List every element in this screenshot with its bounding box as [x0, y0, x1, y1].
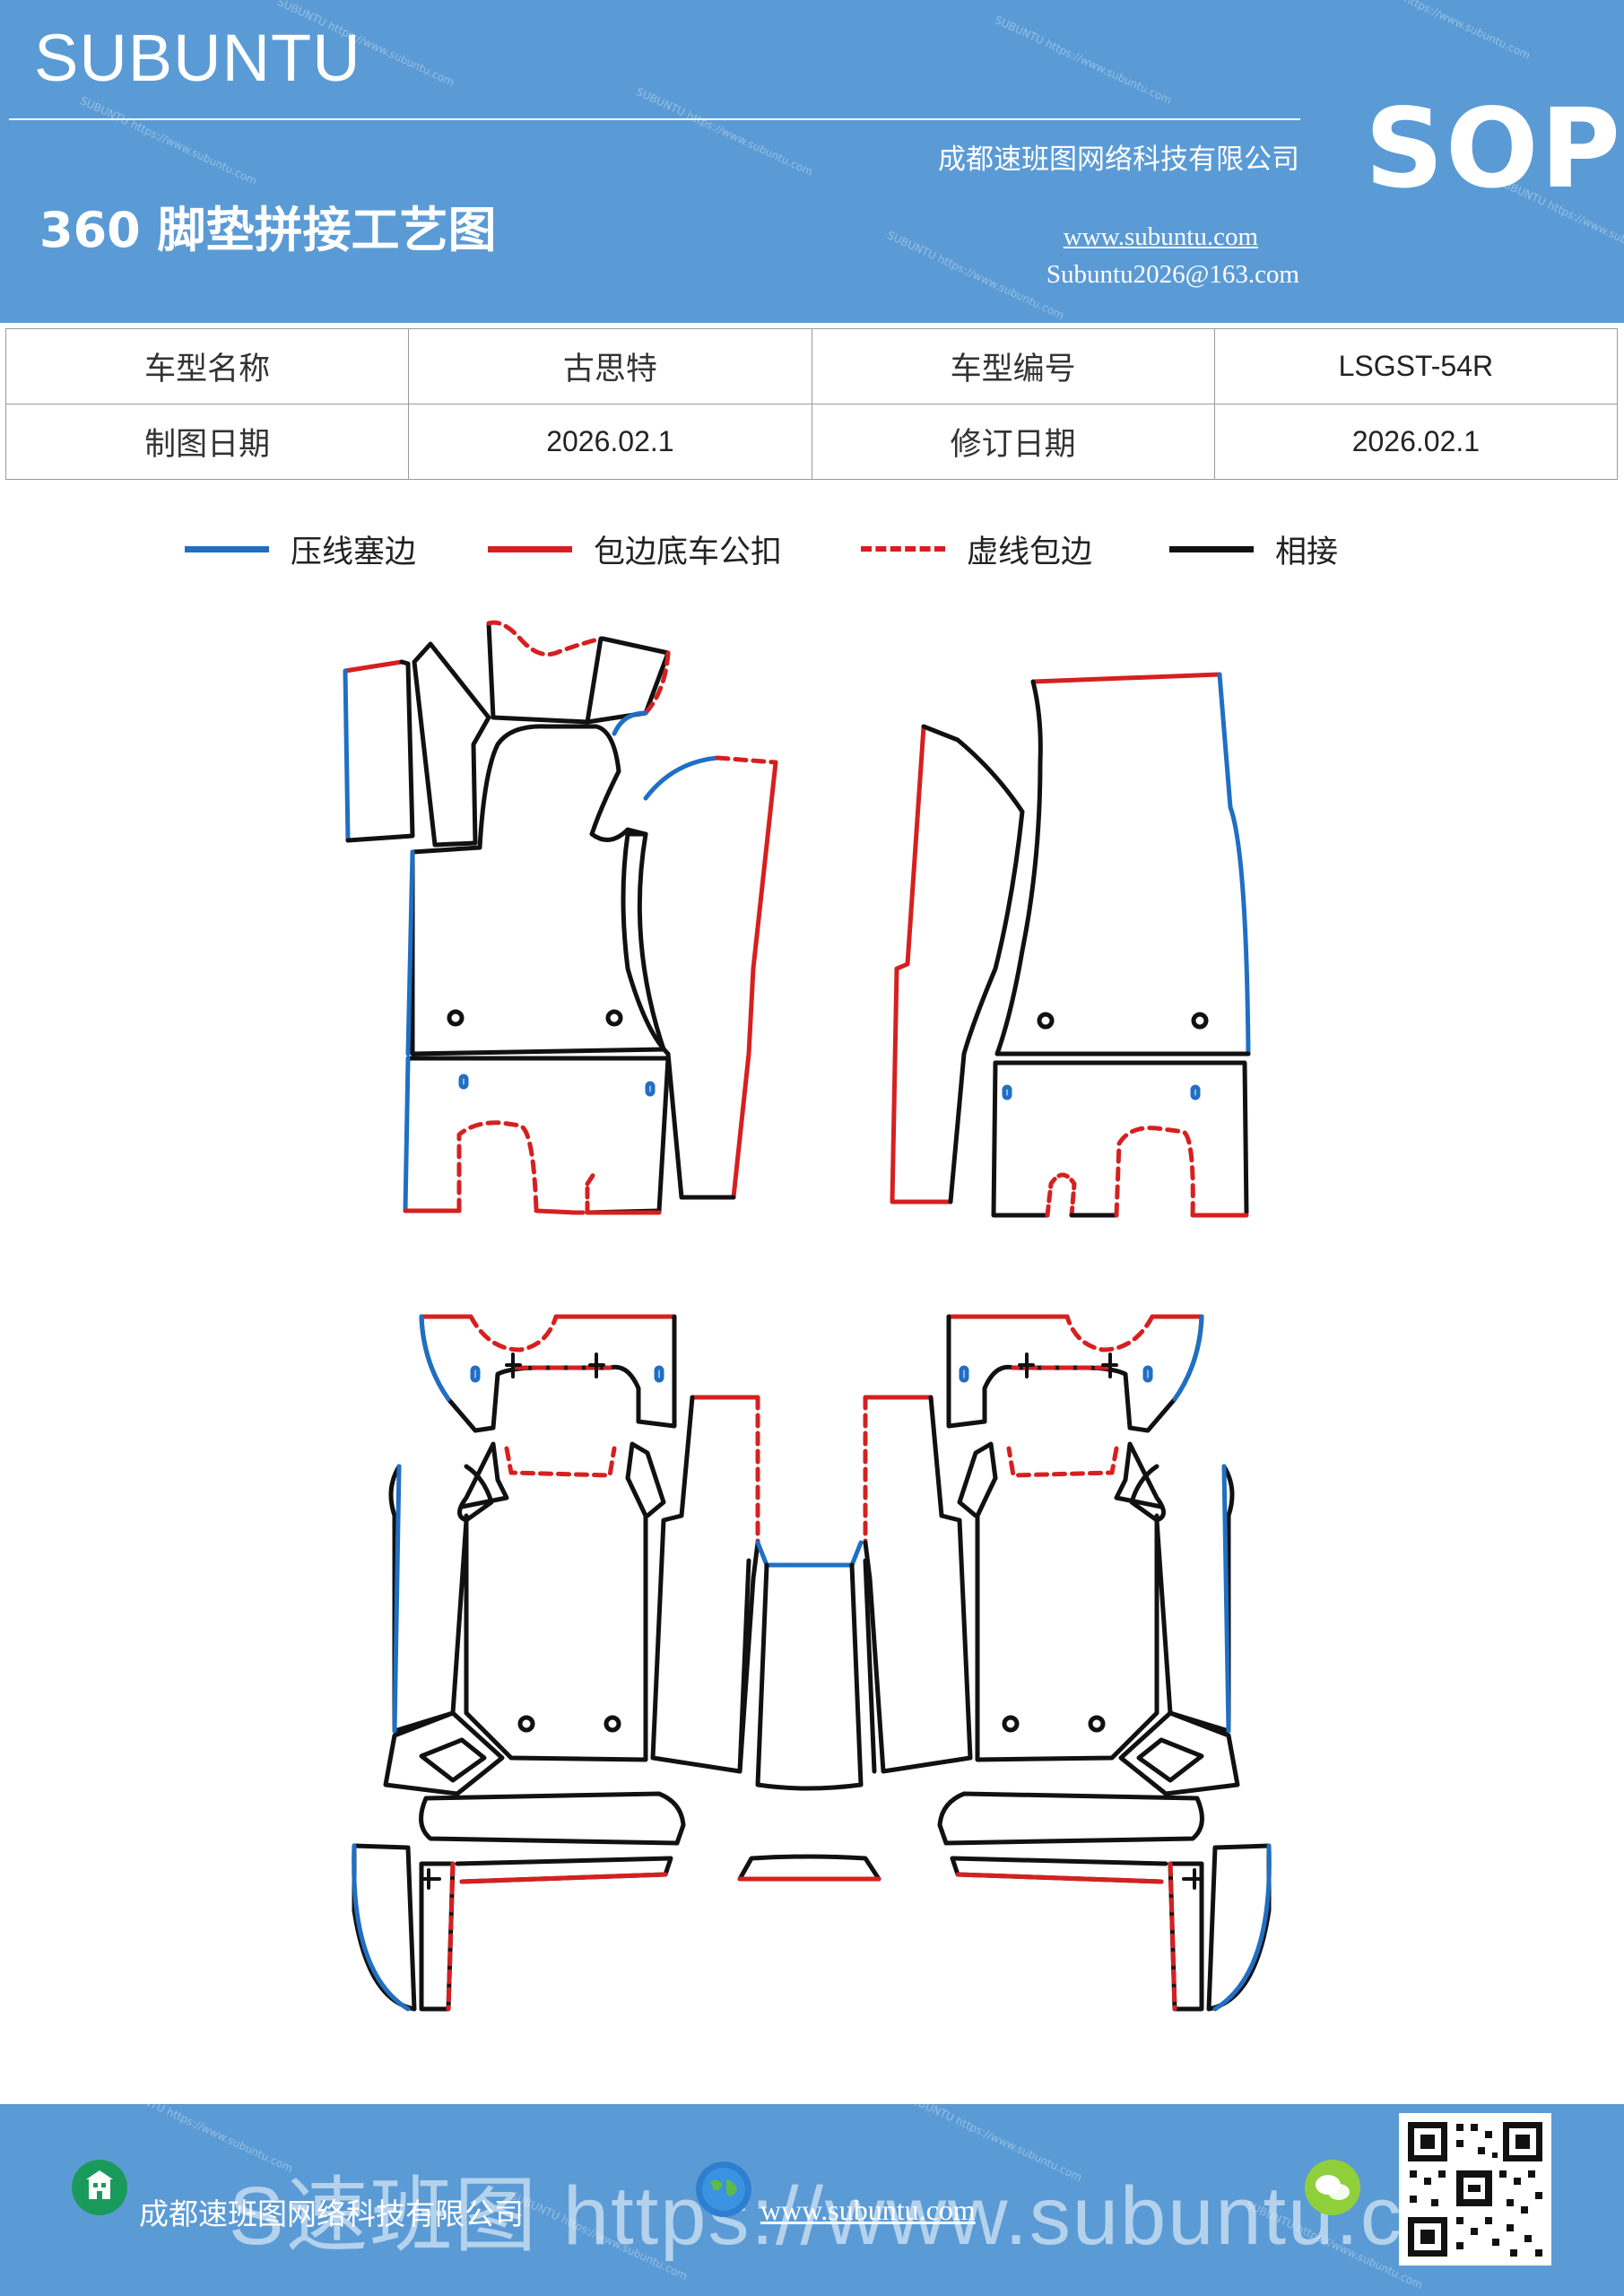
center-tunnel-mat	[737, 1540, 881, 1882]
legend-label: 相接	[1275, 534, 1339, 570]
front-left-mat	[343, 620, 778, 1215]
legend-swatch	[185, 545, 269, 552]
sop-badge: SOP	[1365, 85, 1622, 213]
legend-swatch	[861, 546, 945, 552]
table-row: 制图日期 2026.02.1 修订日期 2026.02.1	[4, 404, 1619, 480]
header-divider	[9, 118, 1300, 120]
revise-date-value: 2026.02.1	[1213, 404, 1619, 480]
legend-label: 压线塞边	[291, 534, 417, 570]
model-code-value: LSGST-54R	[1213, 328, 1619, 404]
legend-swatch	[488, 545, 572, 552]
building-icon	[72, 2160, 127, 2215]
legend-item-press-line: 压线塞边	[185, 522, 416, 576]
draw-date-value: 2026.02.1	[408, 404, 812, 480]
vehicle-info-table: 车型名称 古思特 车型编号 LSGST-54R 制图日期 2026.02.1 修…	[4, 328, 1619, 480]
front-right-mat	[890, 672, 1251, 1218]
header-banner: SUBUNTU https://www.subuntu.com SUBUNTU …	[0, 0, 1624, 323]
draw-date-label: 制图日期	[4, 404, 410, 480]
globe-icon	[696, 2161, 751, 2217]
company-name: 成都速班图网络科技有限公司	[938, 144, 1299, 176]
legend-label: 虚线包边	[967, 534, 1093, 570]
footer-website-link[interactable]: www.subuntu.com	[760, 2194, 976, 2226]
legend-item-edge-buckle: 包边底车公扣	[488, 522, 782, 576]
rear-right-mat	[863, 1314, 1272, 2012]
legend-item-dashed-edge: 虚线包边	[861, 522, 1092, 576]
footer-company-name: 成都速班图网络科技有限公司	[139, 2196, 524, 2231]
brand-logo-text: SUBUNTU	[34, 21, 361, 95]
model-name-label: 车型名称	[4, 328, 410, 404]
website-link[interactable]: www.subuntu.com	[1063, 222, 1258, 251]
revise-date-label: 修订日期	[811, 404, 1215, 480]
footer-banner: SUBUNTU https://www.subuntu.com SUBUNTU …	[0, 2104, 1624, 2296]
footer-watermark-text: S速班图 https://www.subuntu.com	[229, 2170, 1522, 2262]
rear-left-mat	[352, 1314, 760, 2012]
table-row: 车型名称 古思特 车型编号 LSGST-54R	[4, 328, 1619, 404]
legend-item-joined: 相接	[1169, 522, 1338, 576]
legend-label: 包边底车公扣	[594, 534, 783, 570]
legend-swatch	[1169, 545, 1254, 552]
model-code-label: 车型编号	[811, 328, 1215, 404]
page-title: 360 脚垫拼接工艺图	[39, 202, 497, 258]
contact-email[interactable]: Subuntu2026@163.com	[1046, 260, 1299, 289]
line-legend: 压线塞边 包边底车公扣 虚线包边 相接	[0, 522, 1624, 576]
qr-code-icon[interactable]	[1399, 2113, 1551, 2266]
model-name-value: 古思特	[408, 328, 812, 404]
wechat-icon[interactable]	[1305, 2160, 1360, 2215]
